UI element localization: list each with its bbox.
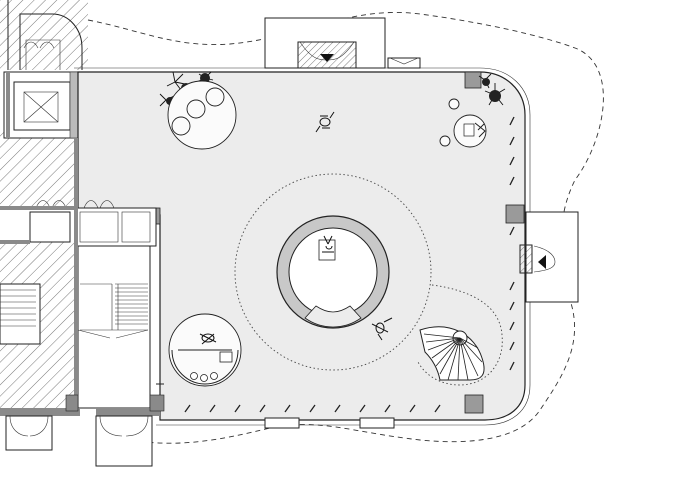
central-core-counter xyxy=(304,305,362,328)
bottom-wall-glazing xyxy=(184,404,441,413)
bottom-bench-right xyxy=(359,417,395,429)
person-figure xyxy=(322,235,334,253)
reception-counter xyxy=(171,349,239,385)
elevator-car-left xyxy=(23,91,59,123)
left-service-block xyxy=(75,207,157,247)
reception-stools xyxy=(190,372,218,382)
hatched-zone-top-left xyxy=(0,0,88,70)
service-doors xyxy=(35,200,115,209)
right-entrance-vestibule xyxy=(519,244,533,274)
circulation-path xyxy=(417,284,503,386)
right-entrance-arrow xyxy=(538,255,546,269)
top-entrance-arrow xyxy=(320,54,334,62)
central-desk xyxy=(318,239,336,261)
circulation-ring xyxy=(234,173,432,371)
bottom-left-entrance-2 xyxy=(95,415,153,467)
right-entrance-canopy xyxy=(525,211,579,303)
lounge-chair xyxy=(171,116,191,136)
column-bottom-right xyxy=(464,394,484,414)
wall-fixture xyxy=(156,378,164,392)
column-right xyxy=(505,204,525,224)
top-left-bay xyxy=(7,0,83,70)
reception-monitor xyxy=(219,351,233,363)
person-figure xyxy=(199,333,217,345)
bottom-left-entrance-1 xyxy=(5,415,53,451)
top-right-bench xyxy=(387,57,421,69)
lounge-chair xyxy=(186,99,206,119)
hatched-zone-left xyxy=(0,130,76,210)
person-figure xyxy=(315,111,335,133)
bottom-bench-left xyxy=(264,417,300,429)
column-top-right xyxy=(464,71,482,89)
elevator-cross-left xyxy=(23,91,59,123)
right-wall-glazing xyxy=(509,116,515,371)
spiral-staircase xyxy=(419,326,485,381)
lounge-chair xyxy=(205,87,225,107)
main-staircase xyxy=(77,245,151,409)
left-building-walls xyxy=(0,138,165,416)
top-entrance-door xyxy=(299,41,355,61)
stair-treads xyxy=(80,283,148,331)
person-figure xyxy=(474,122,486,138)
person-figure xyxy=(371,317,393,341)
right-entrance-door xyxy=(533,245,556,273)
